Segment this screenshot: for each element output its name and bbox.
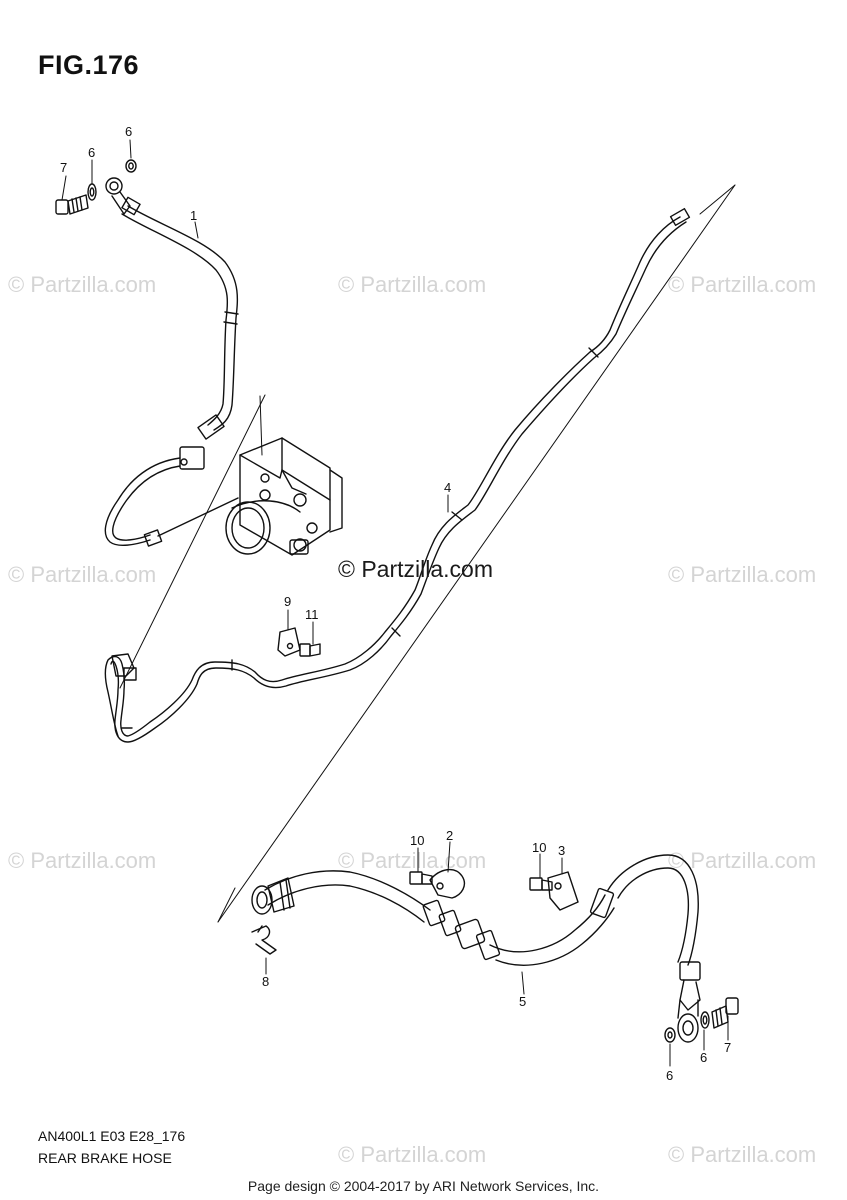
callout-5: 5 — [519, 994, 526, 1009]
watermark-low-right: © Partzilla.com — [668, 848, 817, 873]
watermark-low-center: © Partzilla.com — [338, 848, 487, 873]
pipe-to-abs — [104, 457, 239, 547]
bolt-part-10-a — [409, 871, 433, 885]
center-copyright: © Partzilla.com — [338, 556, 493, 582]
callout-9: 9 — [284, 594, 291, 609]
bolt-washers-lower — [664, 997, 739, 1043]
watermark-top-left: © Partzilla.com — [8, 272, 157, 297]
callout-8: 8 — [262, 974, 269, 989]
watermark-low-left: © Partzilla.com — [8, 848, 157, 873]
watermark-mid-left: © Partzilla.com — [8, 562, 157, 587]
clip-part-8 — [251, 925, 277, 955]
callout-numbers: 6 7 6 1 4 9 11 10 2 10 3 8 5 6 6 7 — [60, 124, 731, 1083]
bolt-washers-upper — [55, 159, 137, 215]
callout-leaders — [61, 139, 729, 1067]
callout-6-top: 6 — [125, 124, 132, 139]
leader-lines — [119, 184, 736, 923]
callout-6-bottom-right: 6 — [700, 1050, 707, 1065]
watermark-top-center: © Partzilla.com — [338, 272, 487, 297]
callout-10-right: 10 — [532, 840, 546, 855]
callout-2: 2 — [446, 828, 453, 843]
model-code: AN400L1 E03 E28_176 — [38, 1128, 186, 1144]
figure-title: FIG.176 — [38, 50, 140, 80]
watermark-mid-right: © Partzilla.com — [668, 562, 817, 587]
bolt-part-10-b — [529, 877, 553, 891]
watermark-top-right: © Partzilla.com — [668, 272, 817, 297]
callout-3: 3 — [558, 843, 565, 858]
hose-lower-part-5 — [251, 854, 701, 1043]
watermark-bottom-right: © Partzilla.com — [668, 1142, 817, 1167]
watermark-bottom-center: © Partzilla.com — [338, 1142, 487, 1167]
bolt-part-11 — [299, 643, 321, 657]
callout-6-bottom-left: 6 — [666, 1068, 673, 1083]
callout-7-bottom: 7 — [724, 1040, 731, 1055]
hose-upper-part-1 — [105, 177, 239, 470]
callout-11: 11 — [305, 607, 319, 622]
clamp-part-2 — [429, 869, 466, 899]
callout-1: 1 — [190, 208, 197, 223]
callout-7-top: 7 — [60, 160, 67, 175]
callout-4: 4 — [444, 480, 451, 495]
abs-unit — [225, 437, 343, 556]
page-footer: Page design © 2004-2017 by ARI Network S… — [247, 1178, 600, 1194]
bracket-part-9 — [277, 627, 301, 657]
brake-pipe-part-4 — [104, 207, 691, 743]
callout-6-mid: 6 — [88, 145, 95, 160]
callout-10-left: 10 — [410, 833, 424, 848]
figure-caption: REAR BRAKE HOSE — [38, 1150, 172, 1166]
clamp-part-3 — [547, 871, 579, 911]
